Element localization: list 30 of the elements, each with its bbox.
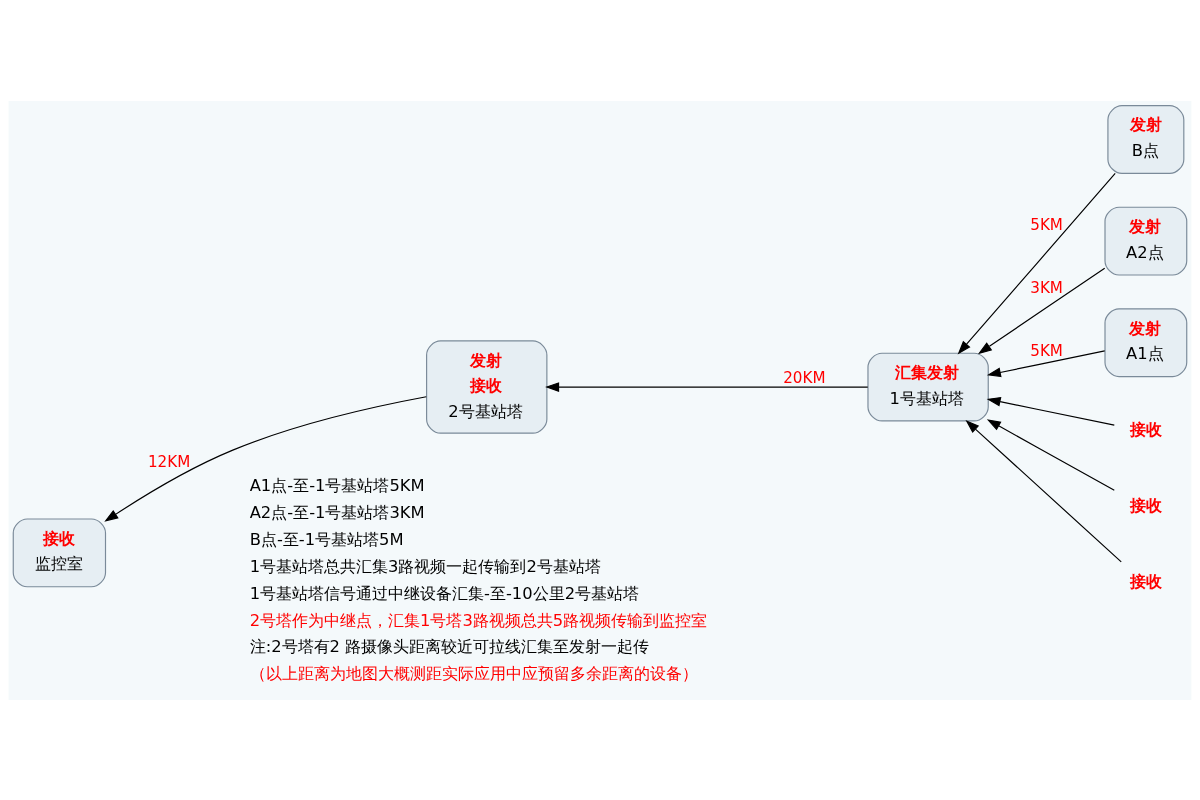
node-box: 发射 接收 2号基站塔 — [426, 339, 548, 434]
label: A1点-至-1号基站塔5KM — [249, 475, 425, 495]
node-text: 接收 — [1129, 571, 1162, 591]
label: 1号基站塔信号通过中继设备汇集-至-10公里2号基站塔 — [249, 583, 640, 603]
arrow — [957, 172, 1116, 355]
label: A2点-至-1号基站塔3KM — [249, 502, 425, 522]
node-box: 发射 B点 — [1107, 104, 1185, 174]
arrow — [986, 396, 1115, 426]
edge-label: 12KM — [147, 452, 191, 471]
arrow — [986, 418, 1115, 491]
node-text: 接收 — [1129, 419, 1162, 439]
edge-label: 5KM — [1030, 341, 1063, 360]
arrow — [104, 395, 427, 522]
edge-label: 5KM — [1030, 215, 1063, 234]
arrow — [545, 381, 869, 392]
label: 注:2号塔有2 路摄像头距离较近可拉线汇集至发射一起传 — [249, 636, 650, 656]
node-box: 发射 A2点 — [1104, 206, 1188, 276]
node-box: 接收 监控室 — [12, 517, 107, 587]
label: 1号基站塔总共汇集3路视频一起传输到2号基站塔 — [249, 556, 601, 576]
node-box: 发射 A1点 — [1104, 307, 1188, 377]
label: 2号塔作为中继点，汇集1号塔3路视频总共5路视频传输到监控室 — [249, 610, 708, 629]
arrow — [965, 419, 1122, 562]
label: （以上距离为地图大概测距实际应用中应预留多余距离的设备） — [249, 663, 698, 683]
edge-label: 3KM — [1030, 278, 1063, 297]
arrow — [986, 349, 1106, 377]
label: B点-至-1号基站塔5M — [249, 529, 404, 549]
node-text: 接收 — [1129, 495, 1162, 515]
edge-label: 20KM — [783, 368, 826, 387]
arrow — [977, 267, 1106, 354]
node-box: 汇集发射 1号基站塔 — [867, 352, 989, 421]
